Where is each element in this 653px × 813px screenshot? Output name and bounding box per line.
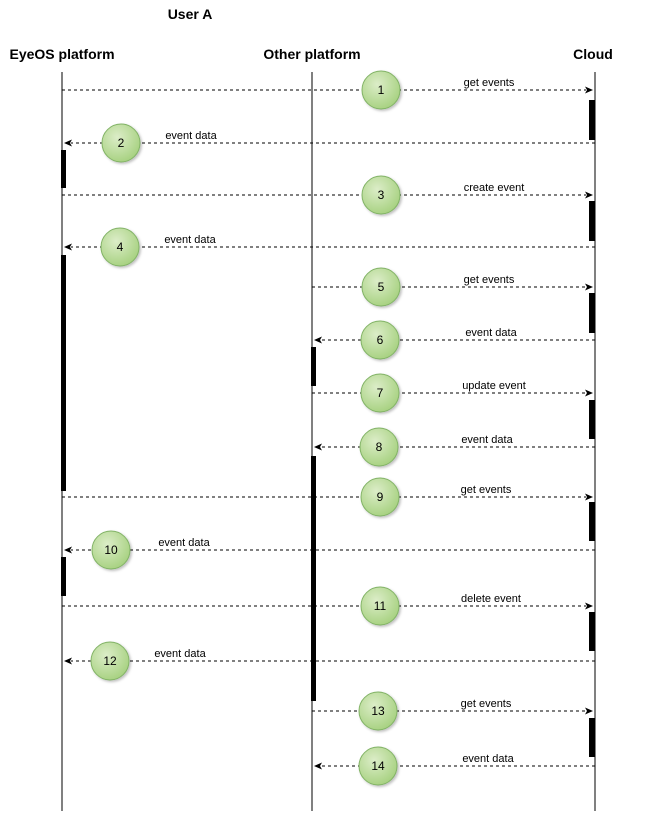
step-number: 9 <box>377 490 384 504</box>
step-circle <box>361 267 401 307</box>
arrowhead-8 <box>314 443 322 451</box>
step-marker-13: 13 <box>358 691 398 731</box>
arrowhead-14 <box>314 762 322 770</box>
step-circle <box>361 70 401 110</box>
activation-bar <box>589 201 595 241</box>
step-number: 3 <box>378 188 385 202</box>
activation-bar <box>589 502 595 541</box>
step-marker-5: 5 <box>361 267 401 307</box>
message-label-7: update event <box>462 380 526 392</box>
step-number: 2 <box>118 136 125 150</box>
step-number: 6 <box>377 333 384 347</box>
message-label-13: get events <box>461 698 512 710</box>
activation-bars <box>61 100 595 757</box>
step-number: 1 <box>378 83 385 97</box>
step-number: 14 <box>371 759 385 773</box>
arrowhead-1 <box>585 86 593 94</box>
lane-header-other: Other platform <box>263 46 360 62</box>
step-number: 13 <box>371 704 385 718</box>
step-circle <box>361 175 401 215</box>
step-number: 11 <box>374 599 387 613</box>
diagram-title: User A <box>168 6 213 22</box>
arrowhead-7 <box>585 389 593 397</box>
activation-bar <box>61 255 66 491</box>
message-label-10: event data <box>158 537 210 549</box>
step-circle <box>100 227 140 267</box>
step-circle <box>360 373 400 413</box>
step-number: 7 <box>377 386 384 400</box>
message-label-1: get events <box>464 77 515 89</box>
step-circle <box>360 586 400 626</box>
arrowhead-4 <box>64 243 72 251</box>
message-label-11: delete event <box>461 593 521 605</box>
arrowhead-5 <box>585 283 593 291</box>
activation-bar <box>589 100 595 140</box>
step-number: 12 <box>103 654 117 668</box>
step-marker-8: 8 <box>359 427 399 467</box>
arrowhead-2 <box>64 139 72 147</box>
arrowhead-3 <box>585 191 593 199</box>
step-number: 5 <box>378 280 385 294</box>
arrowhead-9 <box>585 493 593 501</box>
step-marker-6: 6 <box>360 320 400 360</box>
activation-bar <box>61 557 66 596</box>
message-label-4: event data <box>164 234 216 246</box>
step-marker-12: 12 <box>90 641 130 681</box>
activation-bar <box>589 612 595 651</box>
activation-bar <box>589 293 595 333</box>
step-marker-11: 11 <box>360 586 400 626</box>
message-label-5: get events <box>464 274 515 286</box>
step-marker-10: 10 <box>91 530 131 570</box>
step-circle <box>358 746 398 786</box>
activation-bar <box>311 456 316 701</box>
arrowhead-10 <box>64 546 72 554</box>
step-marker-14: 14 <box>358 746 398 786</box>
message-label-12: event data <box>154 648 206 660</box>
message-label-14: event data <box>462 753 514 765</box>
activation-bar <box>311 347 316 386</box>
lane-header-cloud: Cloud <box>573 46 613 62</box>
step-marker-9: 9 <box>360 477 400 517</box>
step-marker-3: 3 <box>361 175 401 215</box>
step-marker-1: 1 <box>361 70 401 110</box>
message-label-6: event data <box>465 327 517 339</box>
step-marker-7: 7 <box>360 373 400 413</box>
message-layer: get events event data create event event da… <box>62 77 595 770</box>
step-circle <box>360 477 400 517</box>
step-circle <box>359 427 399 467</box>
step-number: 8 <box>376 440 383 454</box>
step-marker-2: 2 <box>101 123 141 163</box>
message-label-8: event data <box>461 434 513 446</box>
step-circle <box>358 691 398 731</box>
message-label-2: event data <box>165 130 217 142</box>
step-circle <box>90 641 130 681</box>
arrowhead-11 <box>585 602 593 610</box>
step-circle <box>91 530 131 570</box>
step-circle <box>101 123 141 163</box>
activation-bar <box>61 150 66 188</box>
activation-bar <box>589 718 595 757</box>
step-marker-4: 4 <box>100 227 140 267</box>
message-label-3: create event <box>464 182 525 194</box>
step-number: 4 <box>117 240 124 254</box>
step-number: 10 <box>104 543 118 557</box>
message-label-9: get events <box>461 484 512 496</box>
lane-header-eyeos: EyeOS platform <box>9 46 114 62</box>
activation-bar <box>589 400 595 439</box>
arrowhead-13 <box>585 707 593 715</box>
step-circle <box>360 320 400 360</box>
arrowhead-12 <box>64 657 72 665</box>
arrowhead-6 <box>314 336 322 344</box>
